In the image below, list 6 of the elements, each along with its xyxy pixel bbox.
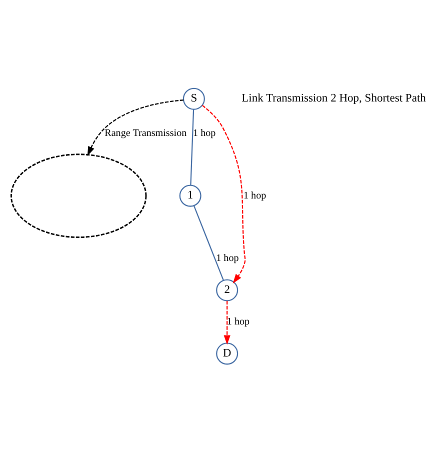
edge-label: 1 hop bbox=[243, 190, 266, 202]
edge-label: 1 hop bbox=[193, 128, 216, 139]
edge-label: 1 hop bbox=[226, 316, 250, 328]
edge-label: 1 hop bbox=[216, 253, 239, 264]
label: Link Transmission 2 Hop, Shortest Path bbox=[242, 92, 426, 105]
edge-label: Range Transmission bbox=[104, 128, 187, 139]
